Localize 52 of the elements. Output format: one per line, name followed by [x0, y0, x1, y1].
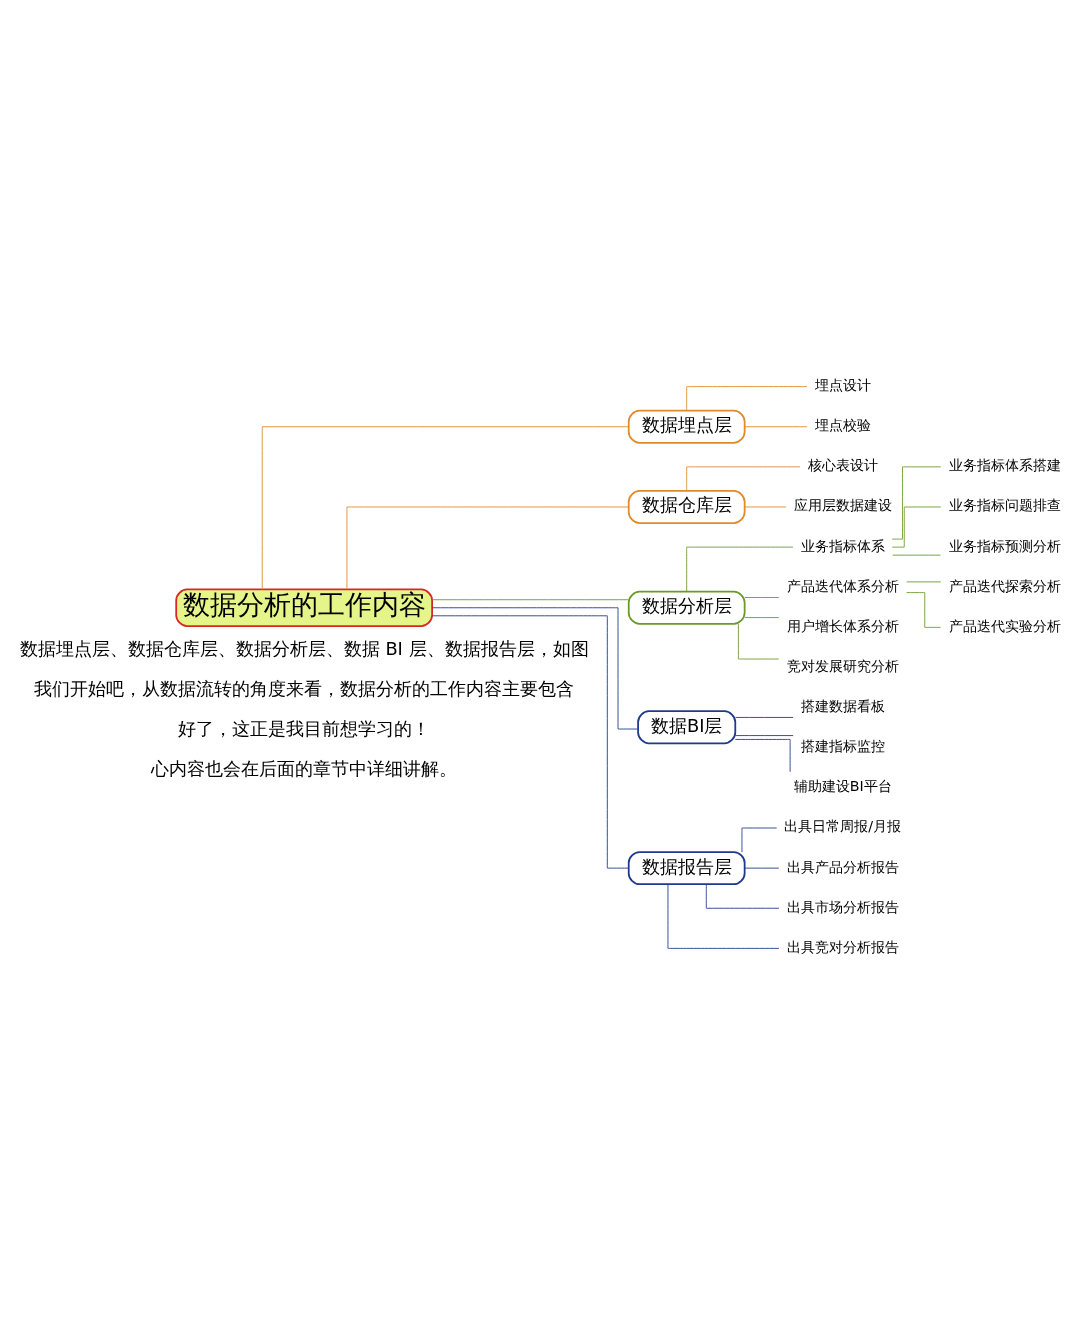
node-text: 业务指标问题排查: [948, 496, 1061, 513]
node-text: 核心表设计: [807, 456, 878, 473]
connector: [741, 827, 778, 852]
node-text: 用户增长体系分析: [786, 617, 899, 634]
connector: [891, 506, 942, 548]
connector: [686, 385, 808, 411]
label: 心内容也会在后面的章节中详细讲解。: [151, 757, 458, 779]
connector: [686, 465, 801, 491]
label: 我们开始吧，从数据流转的角度来看，数据分析的工作内容主要包含: [34, 677, 575, 699]
node-text: 产品迭代体系分析: [786, 577, 899, 594]
node-box: 数据报告层: [627, 850, 746, 885]
connector: [744, 425, 808, 427]
node-text: 出具日常周报/月报: [784, 817, 902, 834]
connector: [431, 614, 630, 869]
connector: [737, 623, 780, 659]
connector: [735, 734, 794, 736]
label: 数据埋点层、数据仓库层、数据分析层、数据 BI 层、数据报告层，如图: [19, 637, 589, 659]
connector: [431, 606, 639, 729]
node-text: 竞对发展研究分析: [786, 657, 899, 674]
node-text: 搭建指标监控: [800, 737, 885, 754]
node-text: 搭建数据看板: [800, 697, 885, 714]
connector: [744, 616, 780, 618]
node-text: 应用层数据建设: [793, 496, 892, 513]
connector: [705, 883, 780, 909]
connector: [734, 738, 791, 772]
node-box: 数据仓库层: [627, 489, 746, 524]
node-text: 业务指标体系: [800, 537, 885, 554]
connector: [735, 716, 794, 718]
node-box: 数据分析层: [627, 590, 746, 625]
node-text: 出具产品分析报告: [786, 858, 899, 875]
connector: [261, 425, 629, 590]
node-text: 业务指标体系搭建: [948, 456, 1061, 473]
connector: [744, 506, 787, 507]
node-text: 埋点设计: [814, 376, 871, 393]
node-text: 辅助建设BI平台: [793, 777, 892, 794]
node-box: 数据分析的工作内容: [175, 588, 433, 627]
node-text: 业务指标预测分析: [948, 537, 1061, 554]
node-text: 出具竞对分析报告: [786, 938, 899, 955]
node-text: 出具市场分析报告: [786, 898, 899, 915]
connector: [431, 598, 629, 600]
node-text: 产品迭代实验分析: [948, 617, 1061, 634]
connector: [346, 506, 630, 590]
connector: [667, 883, 780, 949]
node-box: 数据BI层: [637, 709, 737, 744]
label: 好了，这正是我目前想学习的！: [178, 717, 431, 739]
connector: [891, 465, 942, 540]
connector: [686, 546, 794, 592]
node-box: 数据埋点层: [627, 409, 746, 444]
node-text: 产品迭代探索分析: [948, 577, 1061, 594]
connector: [744, 596, 780, 598]
connector: [744, 867, 780, 869]
node-text: 埋点校验: [814, 416, 871, 433]
